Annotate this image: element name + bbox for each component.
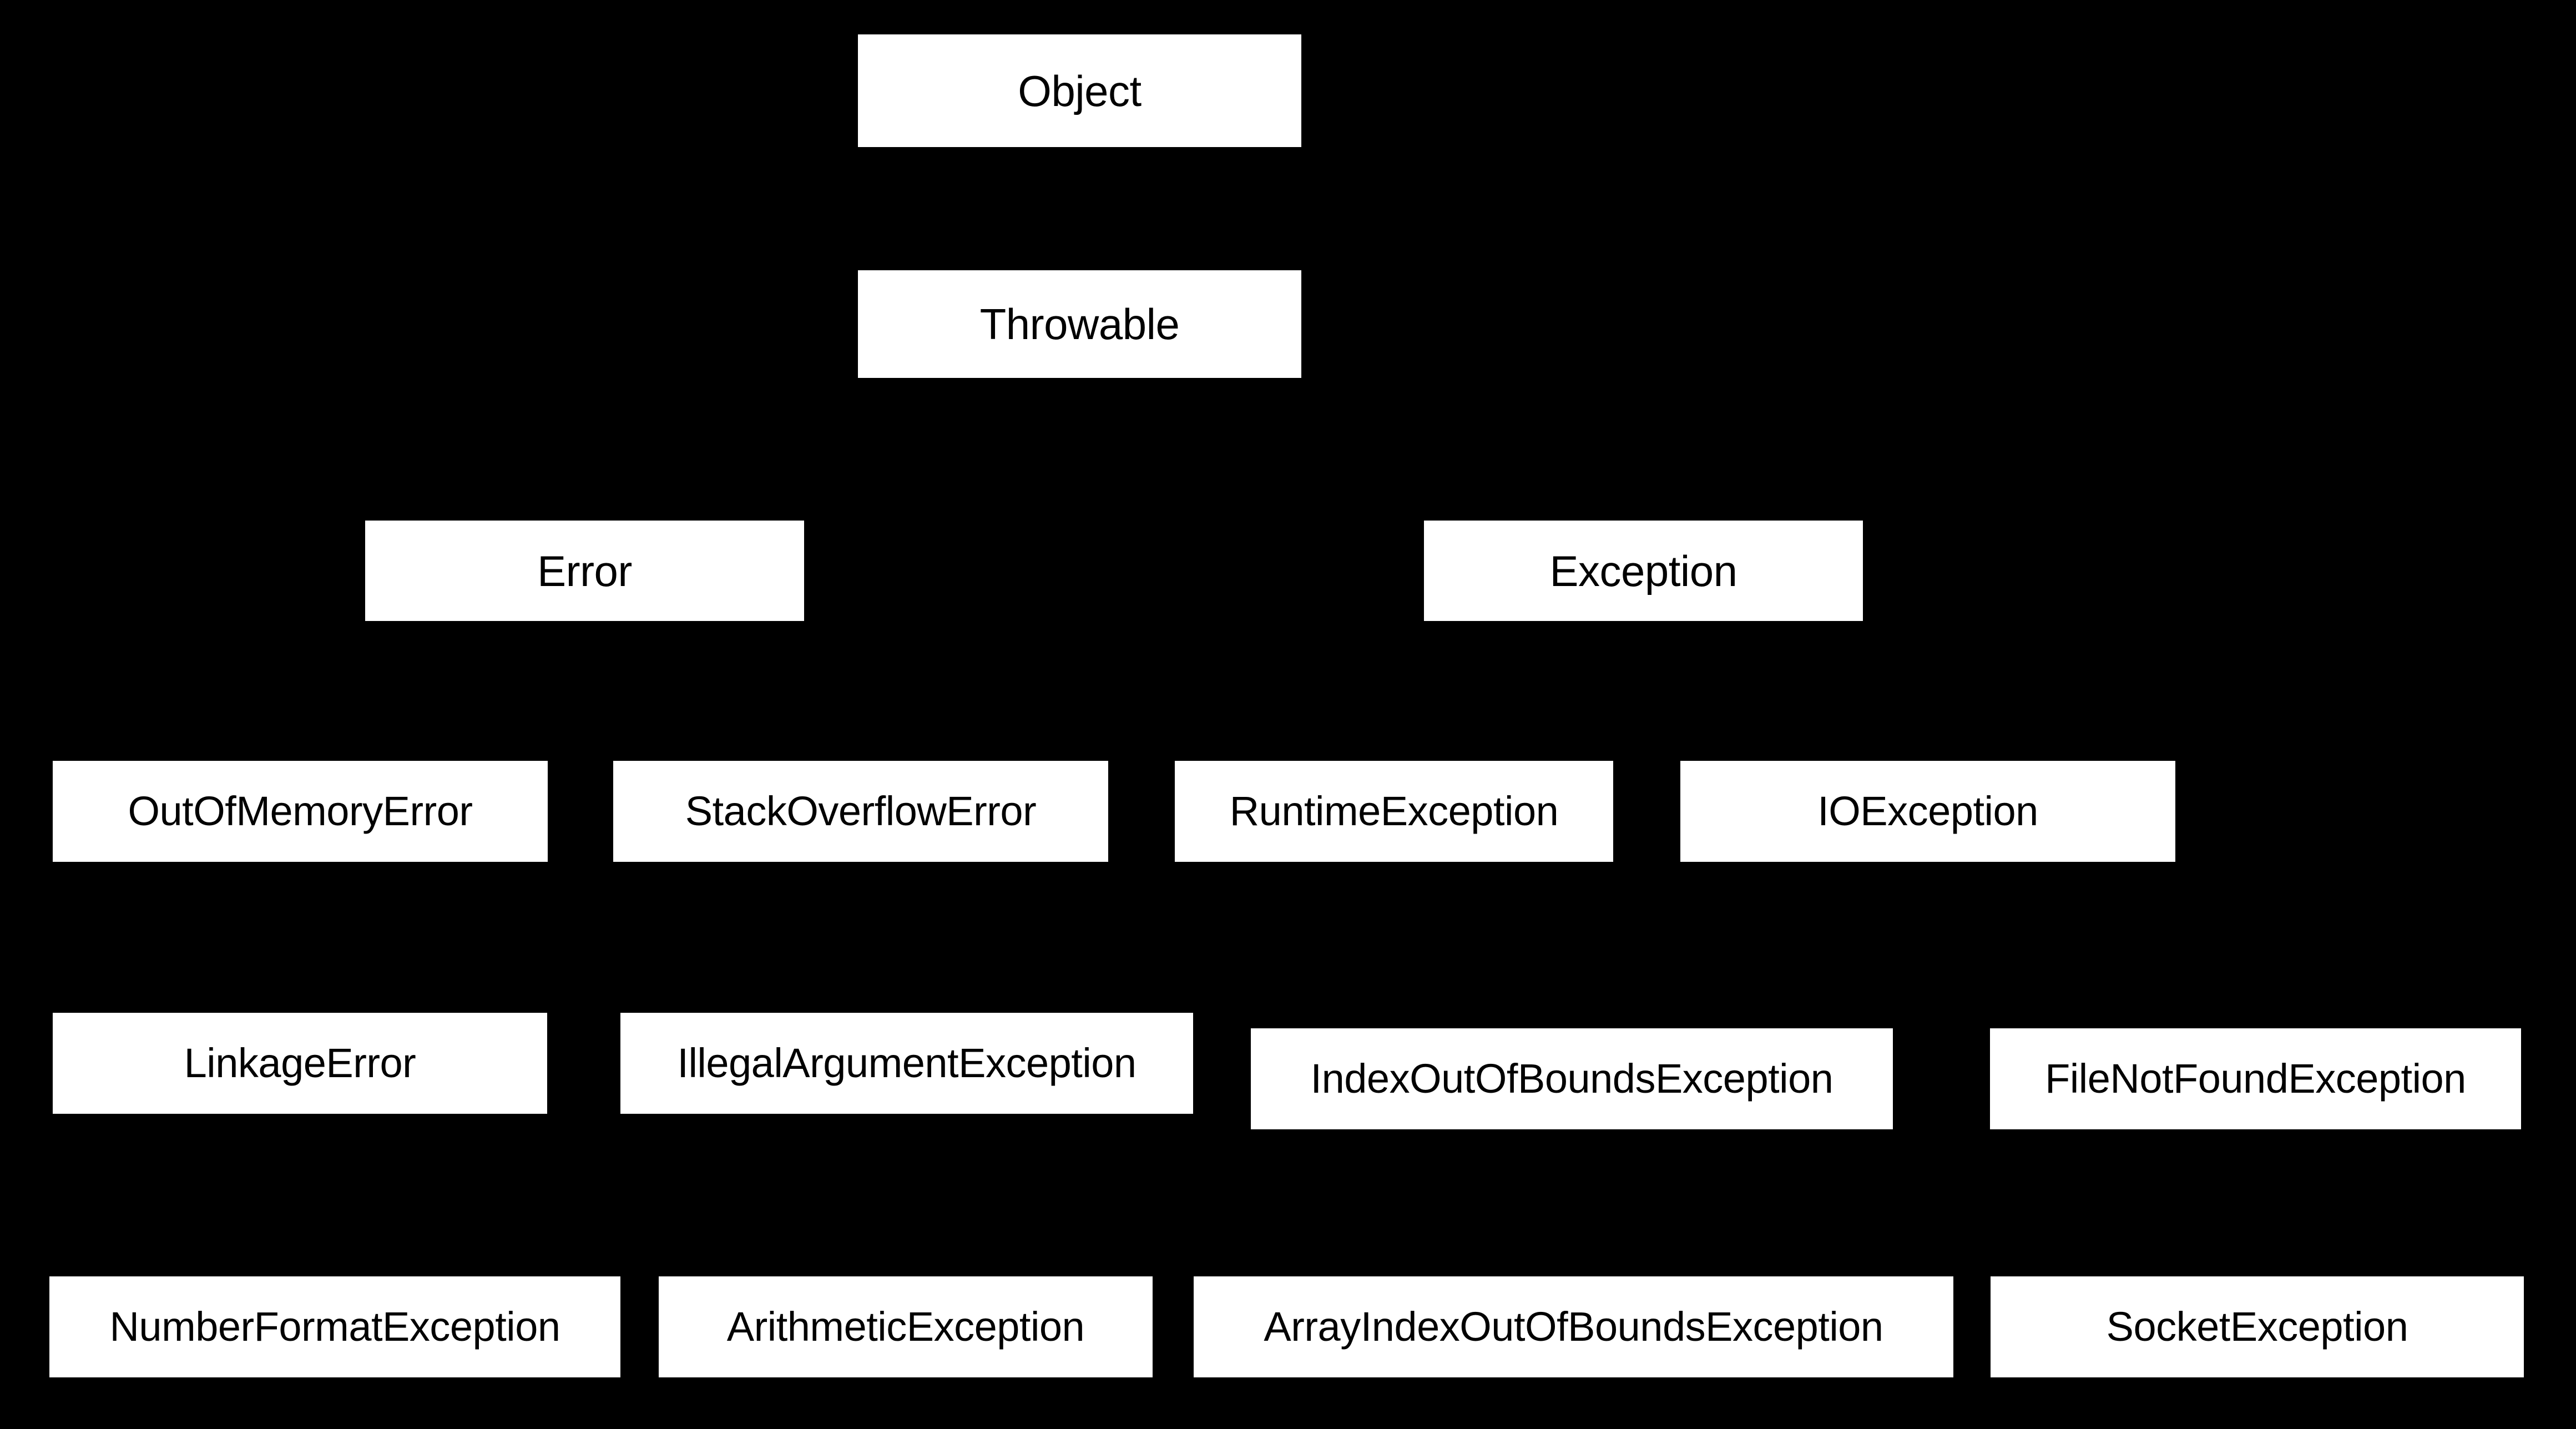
class-node-ioexception: IOException (1680, 761, 2175, 862)
class-node-illegalargumentexception: IllegalArgumentException (620, 1013, 1193, 1114)
class-node-label: ArithmeticException (726, 1304, 1085, 1350)
class-node-label: FileNotFoundException (2045, 1056, 2466, 1102)
class-node-label: IllegalArgumentException (677, 1040, 1137, 1086)
class-node-label: SocketException (2106, 1304, 2408, 1350)
class-node-object: Object (858, 34, 1301, 147)
class-node-label: NumberFormatException (109, 1304, 560, 1350)
class-node-stackoverflowerror: StackOverflowError (613, 761, 1108, 862)
class-node-arrayindexoutofboundsexception: ArrayIndexOutOfBoundsException (1194, 1276, 1953, 1377)
class-node-label: Throwable (979, 300, 1180, 349)
class-node-label: Exception (1549, 546, 1737, 595)
class-node-label: IOException (1817, 788, 2038, 834)
class-node-label: LinkageError (184, 1040, 416, 1086)
class-node-label: ArrayIndexOutOfBoundsException (1264, 1304, 1883, 1350)
class-node-filenotfoundexception: FileNotFoundException (1990, 1028, 2521, 1129)
class-node-label: Object (1018, 66, 1141, 115)
class-node-numberformatexception: NumberFormatException (49, 1276, 620, 1377)
class-node-arithmeticexception: ArithmeticException (659, 1276, 1153, 1377)
class-node-label: RuntimeException (1229, 788, 1559, 834)
class-node-linkageerror: LinkageError (53, 1013, 547, 1114)
class-node-socketexception: SocketException (1991, 1276, 2524, 1377)
class-node-exception: Exception (1424, 521, 1863, 621)
class-node-error: Error (365, 521, 804, 621)
class-node-runtimeexception: RuntimeException (1175, 761, 1613, 862)
class-node-label: Error (537, 546, 632, 595)
class-node-outofmemoryerror: OutOfMemoryError (53, 761, 548, 862)
class-node-label: OutOfMemoryError (128, 788, 473, 834)
class-node-indexoutofboundsexception: IndexOutOfBoundsException (1251, 1028, 1893, 1129)
class-node-label: StackOverflowError (685, 788, 1037, 834)
class-node-label: IndexOutOfBoundsException (1310, 1056, 1833, 1102)
class-node-throwable: Throwable (858, 270, 1301, 378)
